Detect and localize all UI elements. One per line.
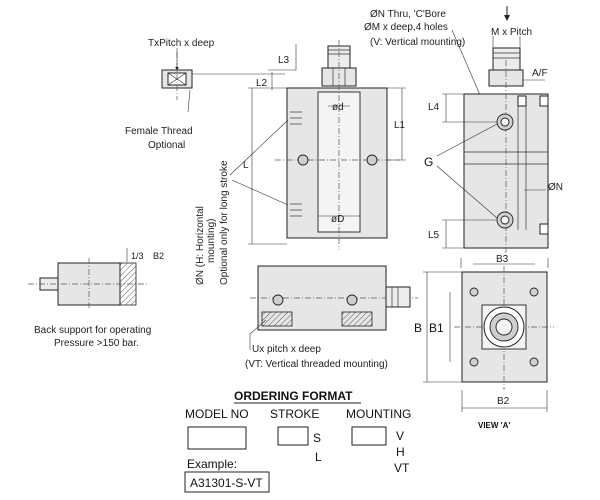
female-thread-detail: TxPitch x deep Female Thread Optional [125, 38, 285, 151]
bottom-thread-right [341, 311, 373, 327]
side-rod [492, 47, 521, 71]
example-label: Example: [187, 457, 237, 471]
view-a-hole-2 [529, 287, 539, 297]
bottom-port-left [272, 294, 284, 306]
l1-label: L1 [394, 120, 406, 131]
bottom-port-right [346, 294, 358, 306]
v-mounting-label: (V: Vertical mounting) [370, 37, 465, 48]
example-box [184, 471, 270, 493]
ordering-format: ORDERING FORMAT MODEL NO STROKE MOUNTING… [184, 389, 411, 493]
front-port-left [297, 154, 309, 166]
side-view: ØN Thru, 'C'Bore ØM x deep,4 holes (V: V… [364, 6, 563, 256]
model-no-heading: MODEL NO [185, 407, 249, 421]
m-deep-label: ØM x deep,4 holes [364, 22, 448, 33]
view-a-hole-3 [469, 357, 479, 367]
af-label: A/F [532, 68, 548, 79]
view-a-ring-inner [495, 318, 513, 336]
g-label: G [424, 155, 433, 169]
view-a-hole-1 [469, 287, 479, 297]
back-support-detail: 1/3 B2 Back support for operating Pressu… [28, 248, 164, 349]
example-value: A31301-S-VT [190, 476, 263, 490]
stroke-heading: STROKE [270, 407, 319, 421]
stroke-option-l: L [315, 450, 322, 464]
stroke-box[interactable] [277, 426, 309, 446]
u-pitch-label: Ux pitch x deep [252, 344, 321, 355]
b1-label: B1 [429, 321, 444, 335]
model-no-box[interactable] [187, 426, 247, 450]
view-a: B3 B B1 B2 VIEW 'A' [414, 254, 554, 430]
female-thread-optional-label: Optional [148, 140, 185, 151]
mounting-option-h: H [396, 445, 405, 459]
horizontal-mounting-line1: ØN (H: Horizontal [195, 206, 206, 285]
stroke-option-s: S [313, 431, 321, 445]
female-thread-label: Female Thread [125, 126, 193, 137]
front-view: L3 L2 ød øD L [243, 40, 406, 250]
horizontal-mounting-line3: Optional only for long stroke [219, 160, 230, 285]
b2-label: B2 [497, 396, 510, 407]
mounting-option-v: V [396, 429, 404, 443]
tx-pitch-label: TxPitch x deep [148, 38, 215, 49]
horizontal-mounting-note: ØN (H: Horizontal mounting) Optional onl… [195, 160, 230, 285]
side-notch-right [539, 95, 549, 107]
n-side-label: ØN [548, 182, 563, 193]
view-a-label: VIEW 'A' [478, 421, 510, 430]
n-thru-label: ØN Thru, 'C'Bore [370, 9, 446, 20]
d-large-label: øD [331, 214, 344, 225]
front-port-right [366, 154, 378, 166]
side-notch-top [517, 95, 527, 107]
l3-label: L3 [278, 55, 290, 66]
l5-label: L5 [428, 230, 440, 241]
l2-label: L2 [256, 78, 268, 89]
d-small-label: ød [332, 102, 344, 113]
l4-label: L4 [428, 102, 440, 113]
bottom-view: Ux pitch x deep (VT: Vertical threaded m… [245, 265, 418, 370]
back-support-line2: Pressure >150 bar. [54, 338, 139, 349]
m-pitch-label: M x Pitch [491, 27, 532, 38]
back-support-line1: Back support for operating [34, 325, 151, 336]
b-label: B [414, 321, 422, 335]
b2-small-label: B2 [153, 251, 164, 261]
mounting-heading: MOUNTING [346, 407, 411, 421]
b3-label: B3 [496, 254, 509, 265]
vt-mounting-label: (VT: Vertical threaded mounting) [245, 359, 388, 370]
ordering-title: ORDERING FORMAT [234, 389, 353, 403]
horizontal-mounting-line2: mounting) [206, 219, 217, 263]
one-third-label: 1/3 [131, 251, 144, 261]
mounting-box[interactable] [351, 426, 387, 446]
l-label: L [243, 160, 249, 171]
mounting-option-vt: VT [394, 461, 410, 475]
bottom-thread-left [261, 311, 293, 327]
side-notch-bottom [539, 223, 549, 235]
view-a-hole-4 [529, 357, 539, 367]
